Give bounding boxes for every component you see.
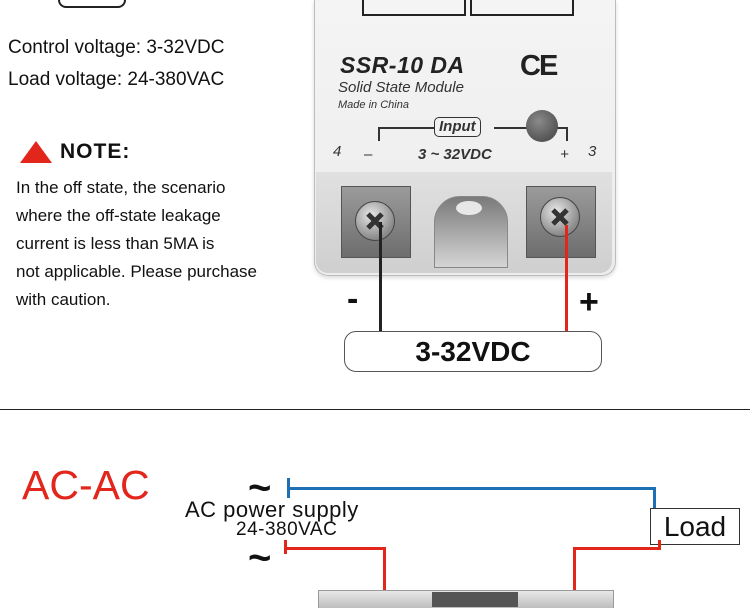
blue-wire-horizontal (287, 487, 656, 490)
red-wire-left-drop (383, 547, 386, 607)
red-wire-right-horizontal (573, 547, 661, 550)
negative-wire (379, 222, 382, 331)
module-subtitle: Solid State Module (338, 79, 464, 96)
input-line-right-drop (566, 127, 568, 141)
load-voltage-text: Load voltage: 24-380VAC (8, 69, 225, 90)
note-body: In the off state, the scenario where the… (16, 174, 316, 314)
terminal-sign-right: + (560, 146, 569, 163)
slot-hole (456, 201, 482, 215)
input-line-left (378, 127, 436, 129)
section-divider (0, 409, 750, 410)
plus-sign: + (579, 283, 599, 321)
red-wire-left-horizontal (284, 547, 386, 550)
led-indicator-icon (526, 110, 558, 142)
control-voltage-text: Control voltage: 3-32VDC (8, 37, 225, 58)
red-wire-to-load (658, 540, 661, 550)
ac-power-supply-label: AC power supply (185, 497, 359, 522)
screw-terminal-icon (540, 197, 580, 237)
ssr-module-ac-tab (432, 592, 518, 607)
ac-tilde-bottom: ~ (248, 536, 272, 580)
ac-tilde-top: ~ (248, 466, 272, 510)
ac-power-voltage: 24-380VAC (236, 519, 338, 540)
note-line: In the off state, the scenario (16, 178, 226, 197)
ac-ac-title: AC-AC (22, 462, 150, 508)
module-top-bracket-right (470, 0, 574, 16)
module-model: SSR-10 DA (340, 52, 465, 78)
warning-triangle-icon (20, 141, 52, 163)
module-voltage-range: 3 ~ 32VDC (418, 146, 492, 163)
load-box: Load (650, 508, 740, 545)
ce-mark: CE (520, 50, 558, 82)
note-line: current is less than 5MA is (16, 234, 215, 253)
input-line-right-end (557, 127, 567, 129)
dc-supply-label: 3-32VDC (344, 331, 602, 372)
note-line: not applicable. Please purchase (16, 262, 257, 281)
terminal-number-right: 3 (588, 143, 597, 160)
made-in-text: Made in China (338, 99, 409, 111)
blue-wire-to-load (653, 487, 656, 509)
input-label-box: Input (434, 117, 481, 137)
positive-wire (565, 225, 568, 331)
note-heading: NOTE: (20, 140, 130, 164)
note-line: where the off-state leakage (16, 206, 221, 225)
input-line-right (494, 127, 528, 129)
input-line-left-drop (378, 127, 380, 141)
module-top-bracket-left (362, 0, 466, 16)
screw-terminal-icon (355, 201, 395, 241)
terminal-sign-left: – (364, 146, 373, 163)
note-title: NOTE: (60, 140, 131, 163)
cropped-circle-shape (58, 0, 126, 8)
red-wire-right-drop (573, 547, 576, 607)
minus-sign: - (347, 280, 359, 318)
note-line: with caution. (16, 290, 111, 309)
terminal-number-left: 4 (333, 143, 342, 160)
